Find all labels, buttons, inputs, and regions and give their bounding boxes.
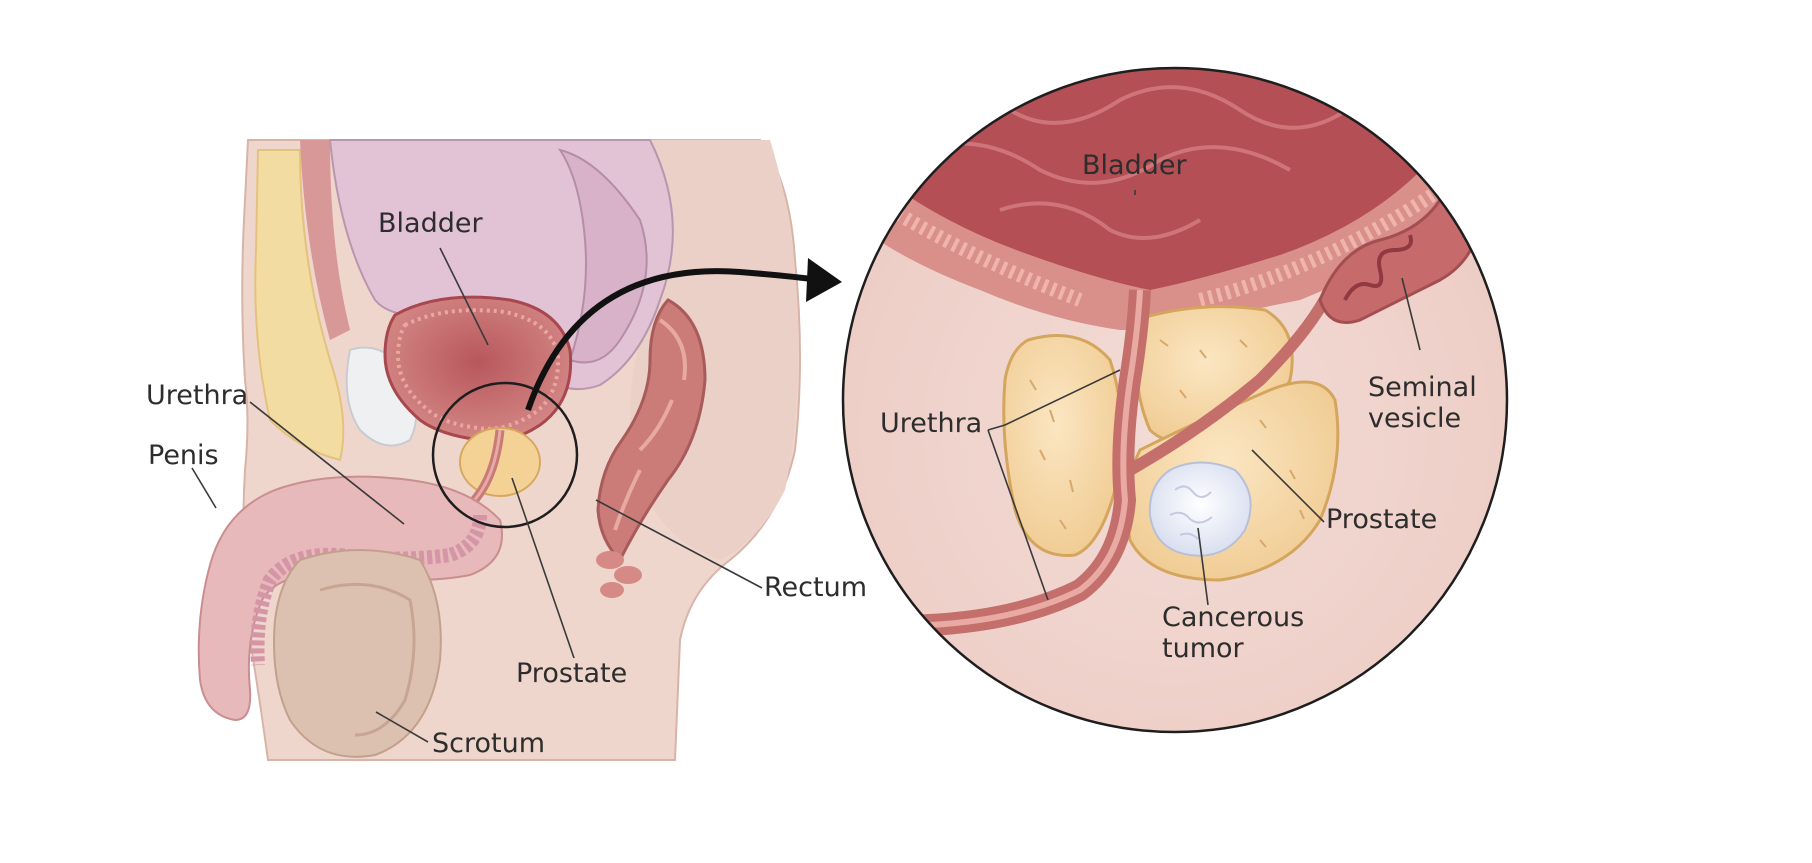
- leader-rectum: [595, 499, 763, 589]
- bladder-organ: [383, 295, 573, 443]
- scrotum-shade: [319, 582, 416, 737]
- detail-leader-seminal-vesicle: [1401, 277, 1421, 351]
- detail-gland-texture: [1029, 339, 1305, 548]
- detail-leader-prostate: [1251, 449, 1325, 523]
- detail-leader-tumor: [1197, 527, 1209, 606]
- intestine-loop: [557, 148, 648, 364]
- detail-label-bladder: Bladder: [1082, 150, 1187, 181]
- label-rectum: Rectum: [764, 572, 868, 603]
- detail-seminal-vesicle-coils: [1343, 234, 1413, 301]
- rectum-organ: [596, 298, 707, 563]
- label-penis: Penis: [148, 440, 219, 471]
- label-scrotum: Scrotum: [432, 728, 546, 759]
- overview-leader-lines: [191, 247, 763, 743]
- zoom-region-circle: [431, 381, 579, 529]
- detail-label-prostate: Prostate: [1326, 504, 1438, 535]
- prostate-small: [459, 427, 541, 497]
- leader-urethra: [249, 401, 405, 525]
- detail-bladder-lumen: [860, 68, 1440, 290]
- leader-scrotum: [375, 711, 429, 743]
- rectum-folds: [613, 318, 687, 531]
- leader-prostate: [511, 477, 575, 659]
- detail-illustration: [841, 66, 1509, 734]
- detail-label-urethra: Urethra: [880, 408, 983, 439]
- detail-ejaculatory-duct: [1127, 287, 1336, 476]
- detail-label-tumor: Cancerous tumor: [1162, 602, 1305, 665]
- leader-bladder: [439, 247, 489, 346]
- detail-urethra-lumen: [843, 289, 1143, 633]
- detail-circle-border: [841, 66, 1509, 734]
- scrotum-organ: [273, 549, 442, 758]
- label-prostate: Prostate: [516, 658, 628, 689]
- detail-tumor-texture: [1169, 485, 1213, 540]
- detail-leader-urethra-lower: [987, 429, 1049, 601]
- detail-leader-urethra: [987, 369, 1121, 431]
- bladder-wall: [395, 308, 561, 431]
- detail-label-seminal-vesicle: Seminal vesicle: [1368, 372, 1477, 435]
- detail-leader-lines: [987, 190, 1421, 606]
- detail-tumor: [1148, 461, 1252, 557]
- fat-pad: [254, 149, 345, 462]
- leader-penis: [191, 467, 217, 509]
- detail-prostate-left-lobe: [1002, 334, 1123, 557]
- overview-illustration: [191, 139, 801, 761]
- anal-sphincter: [596, 551, 642, 598]
- label-bladder: Bladder: [378, 208, 483, 239]
- abdominal-wall: [300, 140, 350, 340]
- zoom-arrow: [525, 258, 842, 411]
- label-urethra: Urethra: [146, 380, 249, 411]
